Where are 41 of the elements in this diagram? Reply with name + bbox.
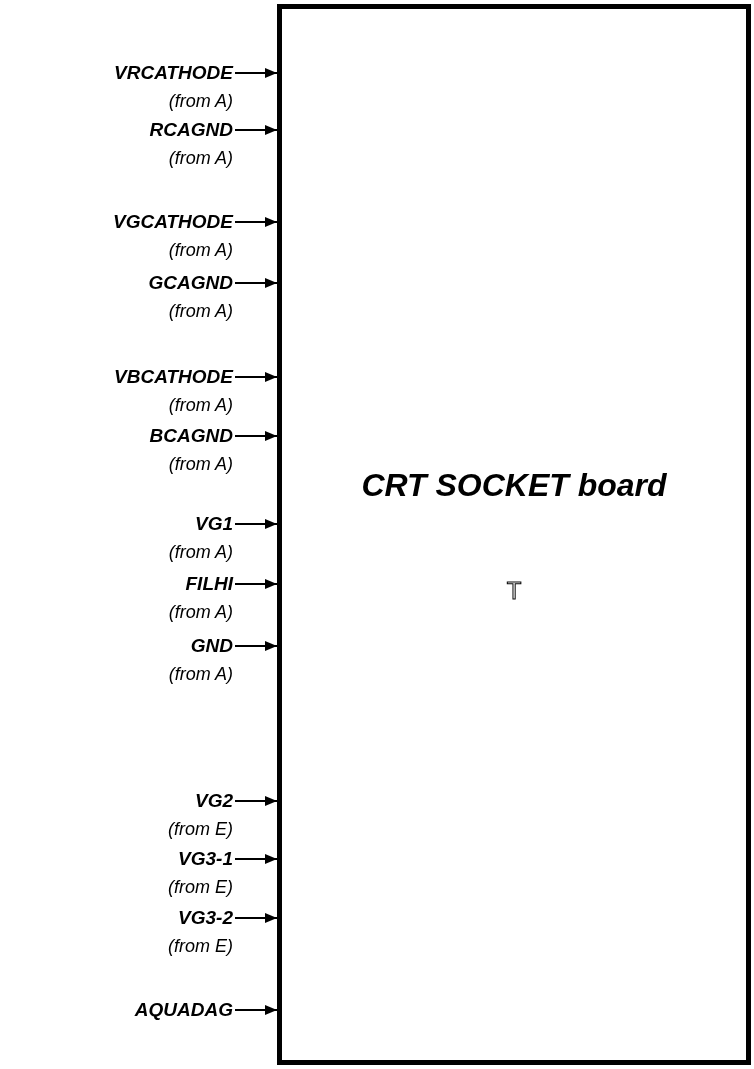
signal-name: RCAGND xyxy=(149,119,233,141)
arrow xyxy=(234,641,278,651)
arrow xyxy=(234,913,278,923)
signal-name: AQUADAG xyxy=(134,999,233,1021)
source-note: (from A) xyxy=(168,394,233,416)
board-box xyxy=(277,4,751,1065)
source-note: (from E) xyxy=(168,935,233,957)
source-note: (from A) xyxy=(168,453,233,475)
arrow xyxy=(234,431,278,441)
source-note: (from A) xyxy=(168,239,233,261)
signal-name: VG3-2 xyxy=(178,907,233,929)
signal-name: FILHI xyxy=(185,573,233,595)
source-note: (from A) xyxy=(168,541,233,563)
arrow xyxy=(234,854,278,864)
arrow xyxy=(234,278,278,288)
signal-name: VG2 xyxy=(194,790,233,812)
signal-name: VRCATHODE xyxy=(114,62,233,84)
source-note: (from A) xyxy=(168,147,233,169)
signal-name: GND xyxy=(190,635,233,657)
source-note: (from A) xyxy=(168,663,233,685)
signal-name: VG1 xyxy=(194,513,233,535)
signal-name: VGCATHODE xyxy=(113,211,233,233)
arrow xyxy=(234,125,278,135)
source-note: (from A) xyxy=(168,300,233,322)
source-note: (from E) xyxy=(168,818,233,840)
source-note: (from A) xyxy=(168,90,233,112)
arrow xyxy=(234,796,278,806)
arrow xyxy=(234,1005,278,1015)
board-letter: T xyxy=(506,577,522,605)
arrow xyxy=(234,519,278,529)
source-note: (from A) xyxy=(168,601,233,623)
signal-name: GCAGND xyxy=(148,272,233,294)
signal-name: VG3-1 xyxy=(178,848,233,870)
source-note: (from E) xyxy=(168,876,233,898)
board-title: CRT SOCKET board xyxy=(360,467,668,503)
arrow xyxy=(234,217,278,227)
arrow xyxy=(234,68,278,78)
signal-name: BCAGND xyxy=(149,425,233,447)
arrow xyxy=(234,372,278,382)
arrow xyxy=(234,579,278,589)
signal-name: VBCATHODE xyxy=(114,366,233,388)
